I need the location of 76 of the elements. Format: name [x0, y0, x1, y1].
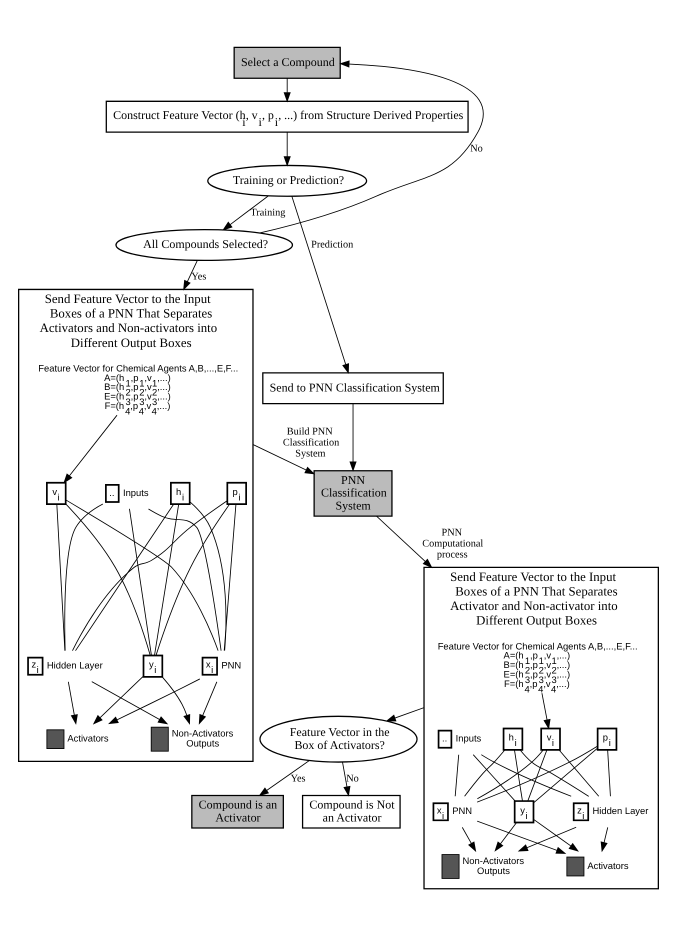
- arrow: [533, 818, 579, 852]
- node-box: ..: [105, 484, 120, 503]
- edge-label: PNN Computational process: [422, 527, 484, 561]
- arrow: [162, 676, 190, 725]
- node-box: PNN Classification System: [313, 470, 393, 517]
- node-ellipse: Training or Prediction?: [207, 164, 368, 197]
- arrow: [349, 403, 357, 472]
- node-label: Hidden Layer: [592, 805, 648, 816]
- connector: [533, 748, 598, 804]
- arrow: [542, 692, 551, 730]
- arrow: [462, 826, 476, 852]
- arrow: [258, 760, 310, 796]
- edge-label: Training: [250, 208, 286, 219]
- node-box: ..: [438, 730, 452, 749]
- arrow: [600, 826, 608, 852]
- arrow: [108, 678, 200, 724]
- connector: [156, 504, 230, 656]
- node-label: PNN: [452, 805, 472, 816]
- edge-label: Prediction: [311, 240, 354, 251]
- connector: [129, 508, 152, 656]
- edge-label: Build PNN Classification System: [282, 426, 340, 460]
- connector: [476, 746, 598, 803]
- arrow: [252, 444, 316, 474]
- node-label: Activators: [587, 860, 629, 871]
- connector: [64, 504, 104, 652]
- connector: [224, 504, 236, 652]
- connector: [558, 749, 600, 797]
- node-label: Non-Activators: [462, 854, 524, 866]
- node-label: Inputs: [456, 732, 482, 744]
- node-box: Send to PNN Classification System: [262, 372, 444, 404]
- connector: [148, 508, 222, 652]
- connector: [472, 754, 516, 802]
- node-box: Compound is Not an Activator: [302, 794, 401, 829]
- connector: [75, 504, 174, 652]
- node-label: Activators: [67, 732, 109, 744]
- arrow: [183, 260, 198, 291]
- edge-label: No: [346, 773, 359, 784]
- arrow: [92, 676, 144, 725]
- node-box: Compound is an Activator: [191, 794, 284, 829]
- node-box: Select a Compound: [234, 46, 341, 79]
- arrow: [292, 196, 350, 374]
- node-label: Non-Activators: [172, 727, 234, 738]
- arrow: [68, 681, 78, 725]
- arrow: [198, 681, 218, 725]
- node-label: Hidden Layer: [46, 660, 103, 671]
- arrow: [284, 132, 291, 167]
- connector: [520, 750, 590, 797]
- connector: [607, 749, 611, 797]
- connector: [464, 749, 506, 797]
- arrow: [376, 516, 433, 568]
- node-label: PNN: [221, 660, 242, 671]
- node-label: Outputs: [186, 738, 220, 749]
- edge-label: Yes: [290, 773, 306, 784]
- arrow: [518, 826, 577, 852]
- edge-label: No: [470, 143, 483, 154]
- arrow: [386, 707, 424, 722]
- edge-label: Yes: [191, 272, 206, 283]
- arrow: [342, 762, 350, 797]
- connector: [527, 749, 548, 802]
- arrow: [259, 60, 484, 234]
- connector: [154, 504, 180, 656]
- arrow: [63, 414, 118, 484]
- connector: [480, 754, 572, 797]
- connector: [65, 504, 151, 656]
- arrow: [476, 820, 566, 854]
- connector: [514, 749, 523, 802]
- arrow: [91, 681, 168, 724]
- connector: [189, 501, 226, 651]
- arrow: [284, 78, 291, 102]
- node-label: Outputs: [477, 865, 510, 876]
- node-label: Inputs: [122, 486, 149, 498]
- connector: [454, 754, 460, 797]
- node-ellipse: All Compounds Selected?: [115, 228, 294, 262]
- arrow: [494, 822, 517, 852]
- connector: [476, 749, 544, 800]
- arrow: [222, 195, 269, 231]
